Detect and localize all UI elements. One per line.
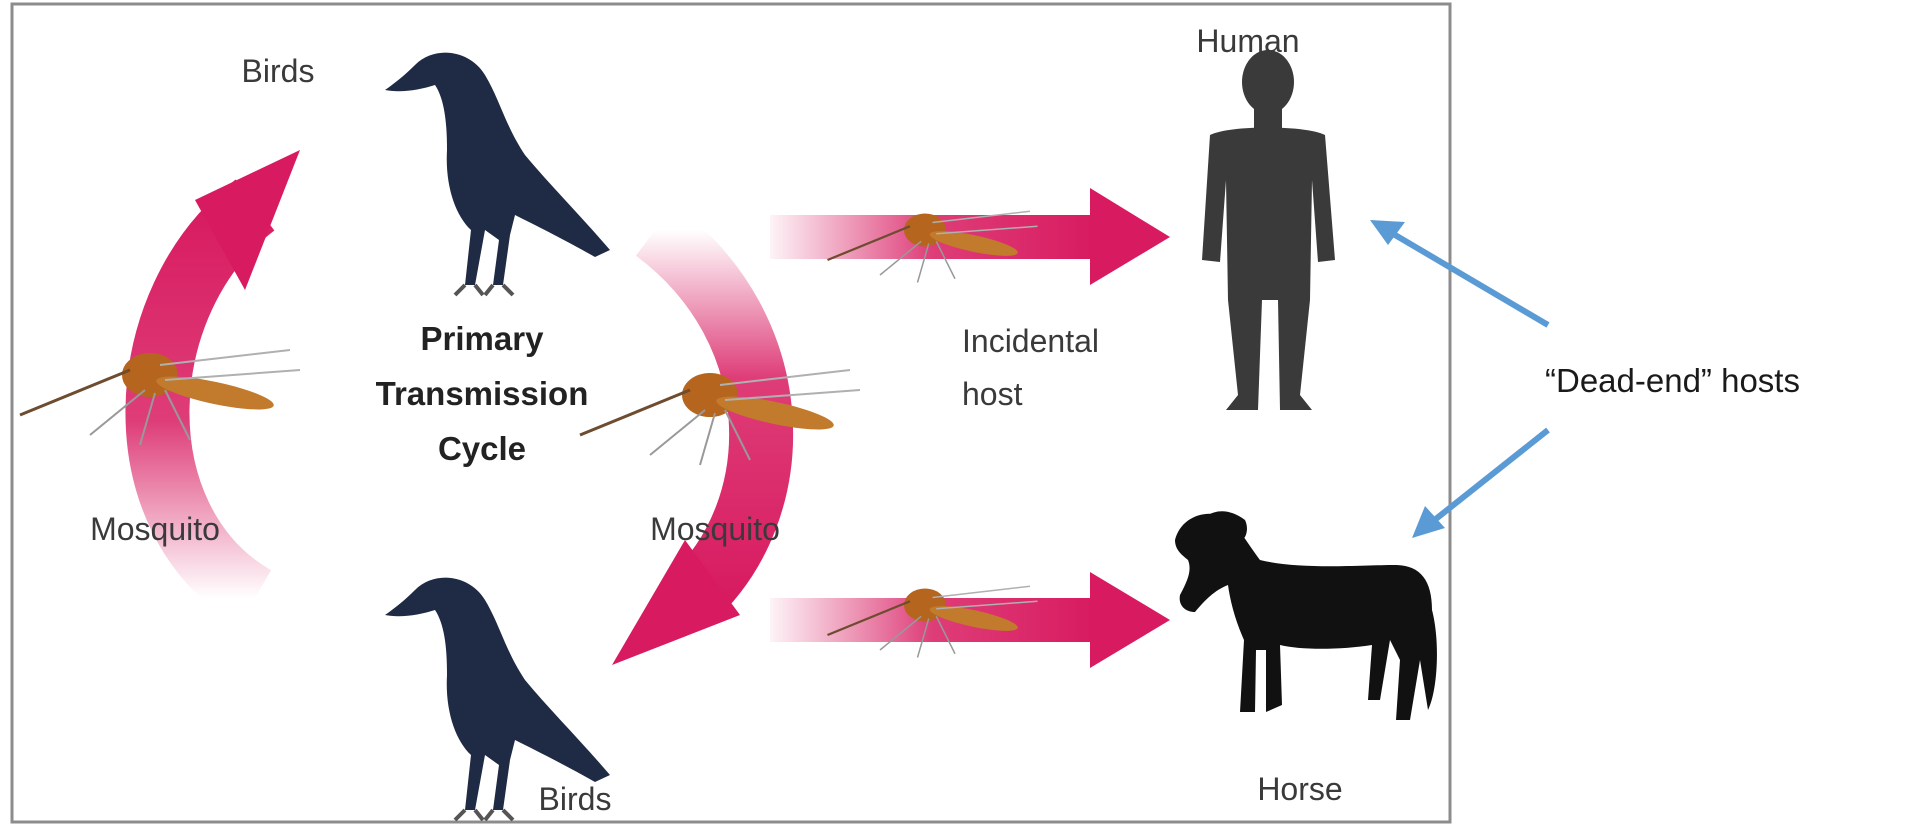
label-birds-top: Birds (242, 53, 315, 89)
label-mosquito-left: Mosquito (90, 511, 220, 547)
label-incidental-line1: Incidental (962, 323, 1099, 359)
label-horse: Horse (1257, 771, 1342, 807)
label-cycle-line3: Cycle (438, 430, 526, 467)
label-mosquito-center: Mosquito (650, 511, 780, 547)
callout-dead-end-hosts: “Dead-end” hosts (1545, 362, 1800, 399)
label-cycle-line2: Transmission (376, 375, 589, 412)
label-human: Human (1196, 23, 1299, 59)
label-birds-bottom: Birds (539, 781, 612, 817)
label-incidental-line2: host (962, 376, 1023, 412)
label-cycle-line1: Primary (421, 320, 545, 357)
